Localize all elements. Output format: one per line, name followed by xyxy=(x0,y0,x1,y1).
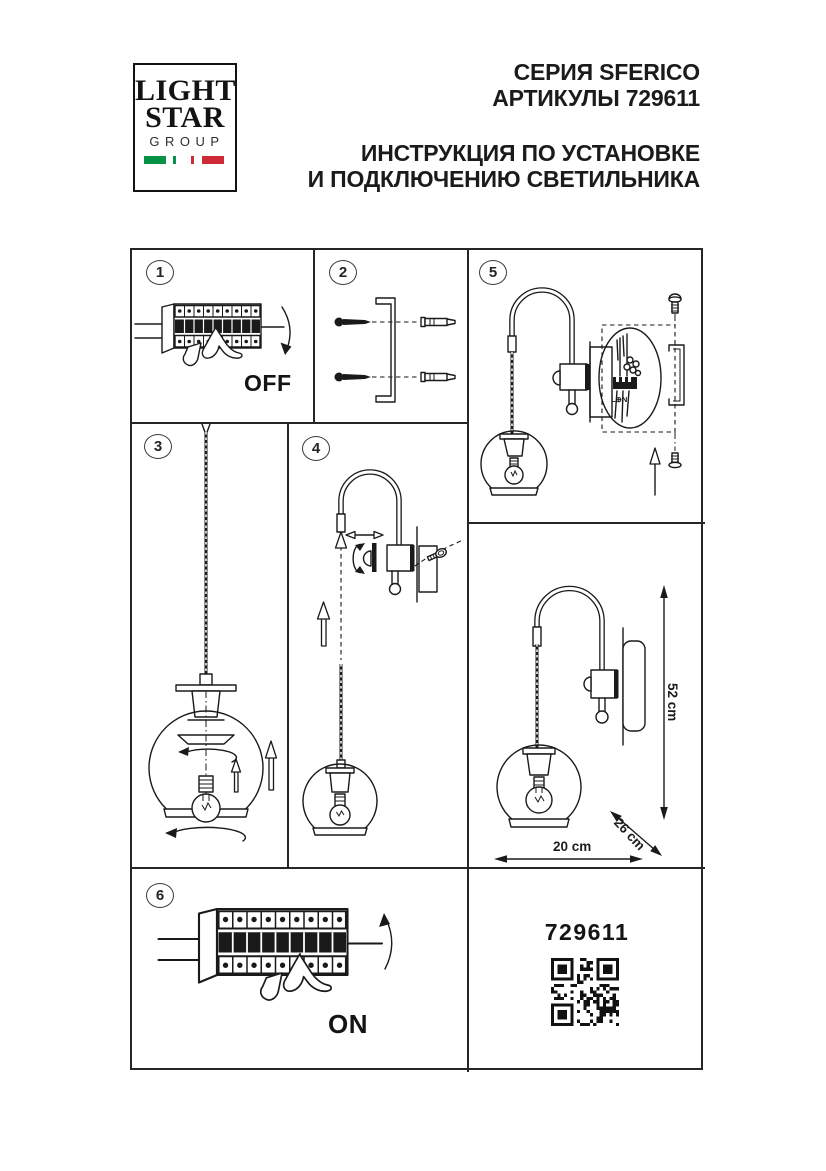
circuit-breaker-on-drawing xyxy=(157,907,393,1001)
qr-code xyxy=(551,958,619,1026)
header-instruction-block: ИНСТРУКЦИЯ ПО УСТАНОВКЕ И ПОДКЛЮЧЕНИЮ СВ… xyxy=(307,140,701,192)
width-dimension-arrow xyxy=(494,855,643,863)
instruction-title-2: И ПОДКЛЮЧЕНИЮ СВЕТИЛЬНИКА xyxy=(307,166,701,192)
on-label: ON xyxy=(328,1009,368,1039)
lightstar-logo: LIGHT STAR GROUP xyxy=(133,63,237,192)
article-number: 729611 xyxy=(544,919,630,945)
flip-up-arrow-icon xyxy=(379,913,393,970)
depth-dimension-arrow xyxy=(610,811,662,856)
instruction-grid: 1 OFF xyxy=(130,248,705,1072)
logo-text-light: LIGHT xyxy=(135,74,236,107)
mounting-screw-top-icon xyxy=(668,293,682,325)
series-title: СЕРИЯ SFERICO xyxy=(513,59,701,85)
step-number-6: 6 xyxy=(146,883,174,908)
logo-text-group: GROUP xyxy=(149,134,225,149)
terminal-block-detail: L⊕N xyxy=(611,333,642,423)
terminal-ln-label: L⊕N xyxy=(611,395,627,404)
up-arrow-icon xyxy=(649,447,661,496)
articles-title: АРТИКУЛЫ 729611 xyxy=(492,85,700,111)
wall-lamp-wiring-drawing: L⊕N xyxy=(480,287,685,496)
mounting-screw-bottom-icon xyxy=(668,432,682,469)
panel-step-4: 4 xyxy=(289,424,467,867)
panel-dimensions: 52 cm 26 cm 20 cm xyxy=(467,524,705,867)
width-dimension-label: 20 cm xyxy=(553,839,592,854)
panel-step-1: 1 OFF xyxy=(132,250,313,422)
wall-anchor-icon xyxy=(420,316,456,383)
up-arrow-left-icon xyxy=(316,601,331,647)
height-dimension-label: 52 cm xyxy=(665,683,680,722)
up-arrow-large-icon xyxy=(264,740,278,791)
pointing-hand-icon xyxy=(182,326,243,367)
panel-step-3: 3 xyxy=(132,424,287,867)
up-arrow-small-icon xyxy=(230,758,242,793)
step-number-5: 5 xyxy=(479,260,507,285)
height-dimension-arrow xyxy=(660,585,668,820)
up-arrow-under-arm-icon xyxy=(334,531,348,549)
panel-step-2: 2 xyxy=(315,250,467,422)
step-number-1: 1 xyxy=(146,260,174,285)
header-series-block: СЕРИЯ SFERICO АРТИКУЛЫ 729611 xyxy=(492,59,700,111)
arm-mounting-drawing xyxy=(302,469,464,836)
horizontal-double-arrow-icon xyxy=(345,530,384,540)
shade-assembly-drawing xyxy=(148,424,278,842)
logo-text-star: STAR xyxy=(145,101,225,134)
rotate-knob-icon xyxy=(352,543,377,574)
bulb-icon xyxy=(191,775,221,823)
circuit-breaker-off-drawing xyxy=(134,303,292,367)
mounting-hardware-drawing xyxy=(334,297,456,403)
italian-flag-bar xyxy=(144,156,226,164)
off-label: OFF xyxy=(244,370,292,396)
shade-reflection xyxy=(177,734,235,745)
step-number-4: 4 xyxy=(302,436,330,461)
screw-icon xyxy=(334,317,419,382)
rotate-arrow-lower-icon xyxy=(165,826,247,842)
instruction-title-1: ИНСТРУКЦИЯ ПО УСТАНОВКЕ xyxy=(360,140,700,166)
screw-insert-icon xyxy=(414,539,464,567)
dimensioned-lamp-drawing xyxy=(494,585,668,863)
rotate-arrow-upper-icon xyxy=(178,747,238,763)
panel-article: 729611 xyxy=(469,869,705,1072)
panel-step-6: 6 ON xyxy=(132,869,467,1072)
step-number-2: 2 xyxy=(329,260,357,285)
panel-step-5: L⊕N xyxy=(467,250,705,522)
step-number-3: 3 xyxy=(144,434,172,459)
flip-down-arrow-icon xyxy=(280,306,292,355)
